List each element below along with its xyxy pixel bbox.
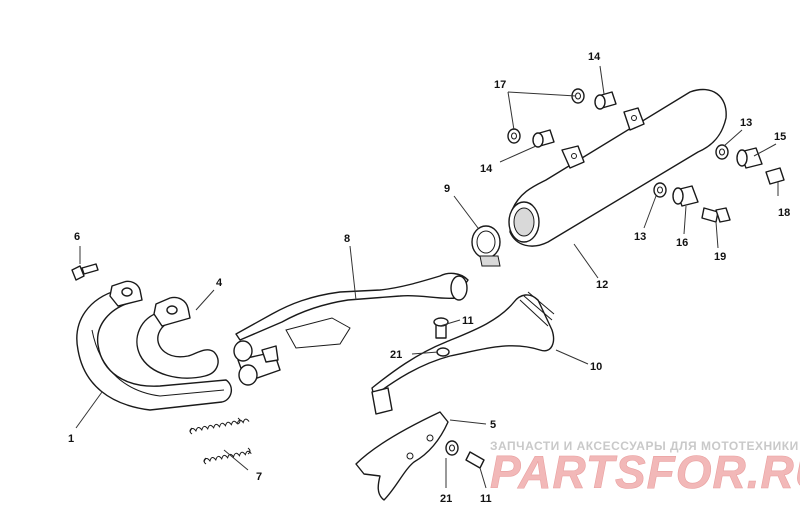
label-5: 5 — [490, 419, 496, 431]
label-1: 1 — [68, 433, 74, 445]
watermark: ЗАПЧАСТИ И АКСЕССУАРЫ ДЛЯ МОТОТЕХНИКИ PA… — [490, 439, 800, 498]
header-pipe-front — [76, 280, 233, 411]
clamp — [471, 225, 501, 267]
label-12: 12 — [596, 279, 608, 291]
label-19: 19 — [714, 251, 726, 263]
label-18: 18 — [778, 207, 790, 219]
label-7: 7 — [256, 471, 262, 483]
label-21-lower: 21 — [440, 493, 452, 505]
leader-lines — [75, 65, 779, 489]
label-11-lower: 11 — [480, 493, 492, 505]
part-numbers: 1 4 5 6 7 8 9 10 11 11 12 13 13 14 14 15… — [68, 51, 790, 505]
label-14-upper: 14 — [588, 51, 601, 63]
label-4: 4 — [216, 277, 223, 289]
watermark-logo: PARTSFOR.RU — [490, 446, 800, 498]
label-17: 17 — [494, 79, 506, 91]
label-15: 15 — [774, 131, 786, 143]
label-10: 10 — [590, 361, 602, 373]
label-13-lower: 13 — [634, 231, 646, 243]
label-8: 8 — [344, 233, 350, 245]
y-collector-pipe — [233, 272, 469, 386]
stud-bolt — [71, 263, 99, 281]
label-16: 16 — [676, 237, 688, 249]
label-6: 6 — [74, 231, 80, 243]
label-14-lower: 14 — [480, 163, 493, 175]
header-pipe-rear — [136, 296, 219, 379]
springs — [189, 417, 252, 465]
label-9: 9 — [444, 183, 450, 195]
link-pipe — [371, 291, 555, 415]
muffler — [508, 88, 727, 247]
label-21-upper: 21 — [390, 349, 402, 361]
heat-shield — [355, 411, 449, 501]
label-11-upper: 11 — [462, 315, 474, 327]
watermark-caption: ЗАПЧАСТИ И АКСЕССУАРЫ ДЛЯ МОТОТЕХНИКИ — [490, 439, 799, 453]
label-13-upper: 13 — [740, 117, 752, 129]
